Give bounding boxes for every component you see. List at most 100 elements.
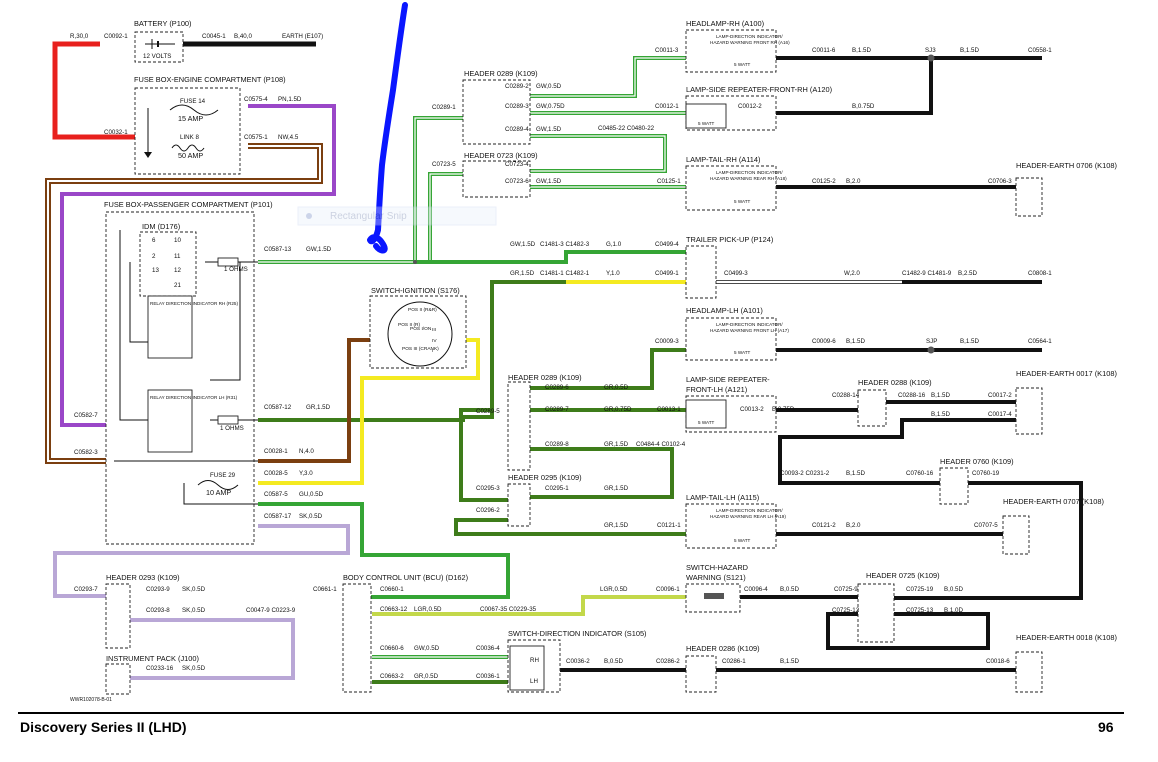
svg-text:C0121-1: C0121-1 xyxy=(657,522,681,529)
svg-text:B,1.5D: B,1.5D xyxy=(846,338,865,345)
svg-text:C0011-3: C0011-3 xyxy=(655,47,679,54)
svg-text:W,2.0: W,2.0 xyxy=(844,270,860,277)
svg-text:C0663-2: C0663-2 xyxy=(380,673,404,680)
svg-text:B,0.75D: B,0.75D xyxy=(772,406,795,413)
svg-text:SWITCH-HAZARD: SWITCH-HAZARD xyxy=(686,563,748,572)
wire-n xyxy=(258,338,372,463)
fuse-box-engine: FUSE BOX-ENGINE COMPARTMENT (P108) FUSE … xyxy=(134,75,286,175)
svg-text:C0096-1: C0096-1 xyxy=(656,586,680,593)
svg-text:C0725-12: C0725-12 xyxy=(832,607,860,614)
headers-left: HEADER 0289 (K109) HEADER 0723 (K109) HE… xyxy=(70,69,582,703)
svg-text:GR,1.5D: GR,1.5D xyxy=(510,270,535,277)
svg-text:5 WATT: 5 WATT xyxy=(734,538,751,543)
svg-text:B,40,0: B,40,0 xyxy=(234,33,252,40)
svg-text:HEADLAMP-LH (A101): HEADLAMP-LH (A101) xyxy=(686,306,763,315)
svg-text:C0045-1: C0045-1 xyxy=(202,33,226,40)
svg-text:FRONT-LH (A121): FRONT-LH (A121) xyxy=(686,385,747,394)
svg-text:NW,4.5: NW,4.5 xyxy=(278,134,299,141)
svg-text:B,1.5D: B,1.5D xyxy=(846,470,865,477)
svg-text:C1481-3 C1482-3: C1481-3 C1482-3 xyxy=(540,241,590,248)
svg-text:C0032-1: C0032-1 xyxy=(104,129,128,136)
svg-text:C0484-4 C0102-4: C0484-4 C0102-4 xyxy=(636,441,686,448)
svg-text:LGR,0.5D: LGR,0.5D xyxy=(600,586,628,593)
svg-text:12 VOLTS: 12 VOLTS xyxy=(143,53,171,60)
svg-text:B,0.5D: B,0.5D xyxy=(944,586,963,593)
svg-text:C0660-6: C0660-6 xyxy=(380,645,404,652)
svg-text:1 OHMS: 1 OHMS xyxy=(220,425,244,432)
svg-text:POS III (CRANK): POS III (CRANK) xyxy=(402,346,439,352)
svg-text:RH: RH xyxy=(530,657,539,664)
svg-text:C0286-1: C0286-1 xyxy=(722,658,746,665)
svg-text:C0575-4: C0575-4 xyxy=(244,96,268,103)
svg-text:WWR102078-B-01: WWR102078-B-01 xyxy=(70,697,112,703)
svg-text:FUSE BOX-ENGINE COMPARTMENT (P: FUSE BOX-ENGINE COMPARTMENT (P108) xyxy=(134,75,286,84)
svg-text:C0093-2 C0231-2: C0093-2 C0231-2 xyxy=(780,470,830,477)
svg-text:HEADER-EARTH 0706 (K108): HEADER-EARTH 0706 (K108) xyxy=(1016,161,1117,170)
svg-text:C0018-6: C0018-6 xyxy=(986,658,1010,665)
svg-text:C0013-2: C0013-2 xyxy=(740,406,764,413)
svg-text:HEADER 0286 (K109): HEADER 0286 (K109) xyxy=(686,644,760,653)
svg-text:C0723-4: C0723-4 xyxy=(505,161,529,168)
svg-text:15 AMP: 15 AMP xyxy=(178,114,203,123)
svg-text:B,1.5D: B,1.5D xyxy=(960,338,979,345)
switch-ignition: SWITCH-IGNITION (S176) POS II (R&R) POS … xyxy=(369,286,467,369)
svg-text:GR,0.5D: GR,0.5D xyxy=(414,673,439,680)
svg-text:B,1.5D: B,1.5D xyxy=(960,47,979,54)
svg-text:B,2.0: B,2.0 xyxy=(846,522,861,529)
svg-text:C0028-1: C0028-1 xyxy=(264,448,288,455)
svg-text:INSTRUMENT PACK (J100): INSTRUMENT PACK (J100) xyxy=(106,654,199,663)
svg-text:Y,1.0: Y,1.0 xyxy=(606,270,620,277)
svg-text:C0725-9: C0725-9 xyxy=(834,586,858,593)
svg-text:R,30,0: R,30,0 xyxy=(70,33,89,40)
svg-text:C0663-12: C0663-12 xyxy=(380,606,408,613)
svg-text:FUSE BOX-PASSENGER COMPARTMENT: FUSE BOX-PASSENGER COMPARTMENT (P101) xyxy=(104,200,273,209)
svg-text:Y,3.0: Y,3.0 xyxy=(299,470,313,477)
battery-box: BATTERY (P100) 12 VOLTS xyxy=(134,19,192,63)
svg-text:GR,0.5D: GR,0.5D xyxy=(604,384,629,391)
svg-text:C0067-35 C0229-35: C0067-35 C0229-35 xyxy=(480,606,537,613)
svg-text:SK,0.5D: SK,0.5D xyxy=(182,607,206,614)
svg-text:HEADER 0288 (K109): HEADER 0288 (K109) xyxy=(858,378,932,387)
svg-text:C0289-8: C0289-8 xyxy=(545,441,569,448)
svg-text:LAMP-DIRECTION INDICATOR/: LAMP-DIRECTION INDICATOR/ xyxy=(716,322,783,327)
svg-text:C0009-6: C0009-6 xyxy=(812,338,836,345)
svg-text:B,0.5D: B,0.5D xyxy=(780,586,799,593)
footer-rule xyxy=(18,712,1124,714)
svg-text:C0499-4: C0499-4 xyxy=(655,241,679,248)
wire-labels: R,30,0 C0092-1 C0045-1 B,40,0 EARTH (E10… xyxy=(70,33,1052,680)
svg-text:C0288-16: C0288-16 xyxy=(898,392,926,399)
svg-text:C1482-9 C1481-9: C1482-9 C1481-9 xyxy=(902,270,952,277)
svg-text:GW,1.5D: GW,1.5D xyxy=(536,126,562,133)
svg-text:1 OHMS: 1 OHMS xyxy=(224,266,248,273)
svg-text:HAZARD WARNING FRONT LH (A17): HAZARD WARNING FRONT LH (A17) xyxy=(710,328,789,333)
wire-sk xyxy=(53,524,350,598)
svg-text:HEADER 0723 (K109): HEADER 0723 (K109) xyxy=(464,151,538,160)
svg-text:LGR,0.5D: LGR,0.5D xyxy=(414,606,442,613)
wire-red xyxy=(52,41,135,140)
svg-text:C0289-7: C0289-7 xyxy=(545,406,569,413)
svg-text:EARTH (E107): EARTH (E107) xyxy=(282,33,323,40)
svg-text:C0017-4: C0017-4 xyxy=(988,411,1012,418)
svg-text:C0587-17: C0587-17 xyxy=(264,513,292,520)
svg-text:B,1.5D: B,1.5D xyxy=(931,392,950,399)
svg-text:SK,0.5D: SK,0.5D xyxy=(182,665,206,672)
svg-text:C0582-3: C0582-3 xyxy=(74,449,98,456)
svg-text:C0125-2: C0125-2 xyxy=(812,178,836,185)
svg-text:GR,0.75D: GR,0.75D xyxy=(604,406,632,413)
svg-text:C0121-2: C0121-2 xyxy=(812,522,836,529)
svg-text:III: III xyxy=(432,327,436,333)
page-number: 96 xyxy=(1098,719,1114,735)
svg-text:C0012-1: C0012-1 xyxy=(655,103,679,110)
svg-text:I: I xyxy=(432,348,433,354)
svg-text:C0289-5: C0289-5 xyxy=(476,408,500,415)
svg-text:C0017-2: C0017-2 xyxy=(988,392,1012,399)
svg-text:HAZARD WARNING REAR LH (A19): HAZARD WARNING REAR LH (A19) xyxy=(710,514,786,519)
svg-text:C0289-6: C0289-6 xyxy=(545,384,569,391)
svg-text:HAZARD WARNING FRONT RH (A16): HAZARD WARNING FRONT RH (A16) xyxy=(710,40,790,45)
svg-text:HEADER 0293 (K109): HEADER 0293 (K109) xyxy=(106,573,180,582)
svg-text:LH: LH xyxy=(530,678,538,685)
svg-text:10 AMP: 10 AMP xyxy=(206,488,231,497)
svg-text:POS I/ON: POS I/ON xyxy=(410,326,432,332)
svg-text:C0295-1: C0295-1 xyxy=(545,485,569,492)
